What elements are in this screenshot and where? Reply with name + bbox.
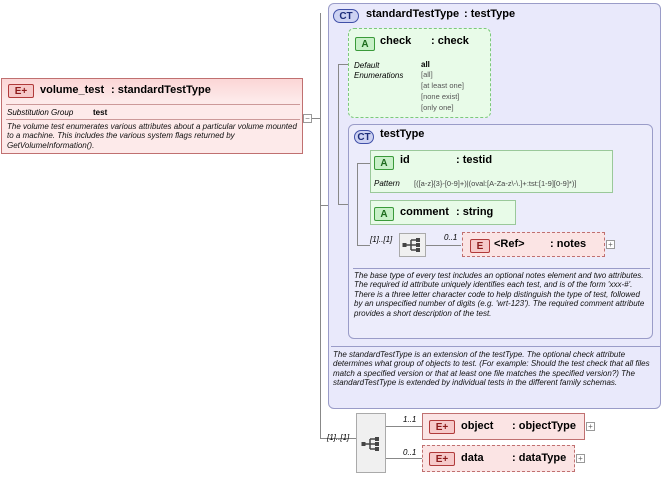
element-name: volume_test (40, 84, 105, 96)
element-name: object (461, 420, 494, 432)
element-ref-notes[interactable]: E <Ref> : notes (462, 232, 605, 257)
enumerations-label: Enumerations (354, 71, 404, 80)
element-name: <Ref> (494, 238, 525, 250)
sequence-compositor[interactable] (356, 413, 386, 473)
expand-icon[interactable]: + (576, 454, 585, 463)
element-icon: E+ (429, 420, 455, 434)
attribute-type: : testid (456, 154, 493, 166)
element-icon: E (470, 239, 490, 253)
complex-type-icon: CT (354, 130, 374, 144)
connector (357, 245, 370, 246)
element-type: : dataType (512, 452, 567, 464)
sequence-compositor[interactable] (399, 233, 426, 257)
enum-item: [none exist] (421, 92, 460, 101)
sequence-cardinality: [1]..[1] (327, 433, 350, 442)
sequence-icon (402, 238, 420, 252)
element-name: data (461, 452, 484, 464)
default-label: Default (354, 61, 380, 70)
element-type: : standardTestType (111, 84, 211, 96)
complex-type-name: testType (380, 128, 425, 140)
sequence-icon (361, 437, 379, 451)
element-cardinality: 0..1 (444, 233, 458, 242)
attribute-name: comment (400, 206, 449, 218)
attribute-id[interactable]: A id : testid Pattern [([a-z]{3}-[0-9]+)… (370, 150, 613, 193)
subst-group-label: Substitution Group (7, 108, 74, 117)
attribute-type: : check (431, 35, 469, 47)
pattern-value: [([a-z]{3}-[0-9]+)|(oval:[A-Za-z\-\.]+:t… (414, 179, 577, 188)
connector (426, 245, 461, 246)
divider (331, 346, 660, 347)
sequence-cardinality: [1]..[1] (370, 235, 393, 244)
complex-type-documentation: The base type of every test includes an … (354, 271, 645, 318)
connector (386, 458, 422, 459)
root-element-box[interactable]: E+ volume_test : standardTestType Substi… (1, 78, 303, 154)
element-icon: E+ (429, 452, 455, 466)
element-icon: E+ (8, 84, 34, 98)
complex-type-name: standardTestType (366, 8, 460, 20)
element-cardinality: 1..1 (403, 415, 417, 424)
connector (338, 64, 348, 65)
connector (320, 438, 356, 439)
enum-item: [only one] (421, 103, 454, 112)
complex-type-testType[interactable]: CT testType A id : testid Pattern [([a-z… (348, 124, 653, 339)
divider (353, 268, 650, 269)
complex-type-base: : testType (464, 8, 516, 20)
attribute-type: : string (456, 206, 494, 218)
attribute-name: id (400, 154, 410, 166)
expand-icon[interactable]: + (606, 240, 615, 249)
connector (357, 163, 370, 164)
element-type: : notes (550, 238, 587, 250)
attribute-check[interactable]: A check : check Default Enumerations all… (348, 28, 491, 118)
attribute-icon: A (374, 207, 394, 221)
subst-group-value: test (93, 108, 108, 117)
divider (6, 119, 300, 120)
enum-item: [all] (421, 70, 433, 79)
connector (312, 118, 320, 119)
default-value: all (421, 60, 430, 69)
connector (338, 64, 339, 204)
connector (386, 426, 422, 427)
connector (320, 205, 328, 206)
expand-icon[interactable]: + (586, 422, 595, 431)
connector (338, 204, 348, 205)
connector (357, 163, 358, 245)
attribute-comment[interactable]: A comment : string (370, 200, 516, 225)
element-data[interactable]: E+ data : dataType (422, 445, 575, 472)
complex-type-standardTestType[interactable]: CT standardTestType : testType A check :… (328, 3, 661, 409)
element-documentation: The volume test enumerates various attri… (7, 122, 297, 150)
divider (6, 104, 300, 105)
pattern-label: Pattern (374, 179, 400, 188)
connector (320, 13, 321, 438)
element-type: : objectType (512, 420, 576, 432)
element-object[interactable]: E+ object : objectType (422, 413, 585, 440)
enum-item: [at least one] (421, 81, 464, 90)
attribute-icon: A (355, 37, 375, 51)
complex-type-documentation: The standardTestType is an extension of … (333, 350, 650, 388)
attribute-icon: A (374, 156, 394, 170)
attribute-name: check (380, 35, 412, 47)
element-cardinality: 0..1 (403, 448, 417, 457)
root-element-header (2, 79, 302, 101)
complex-type-icon: CT (333, 9, 359, 23)
collapse-icon[interactable]: − (303, 114, 312, 123)
